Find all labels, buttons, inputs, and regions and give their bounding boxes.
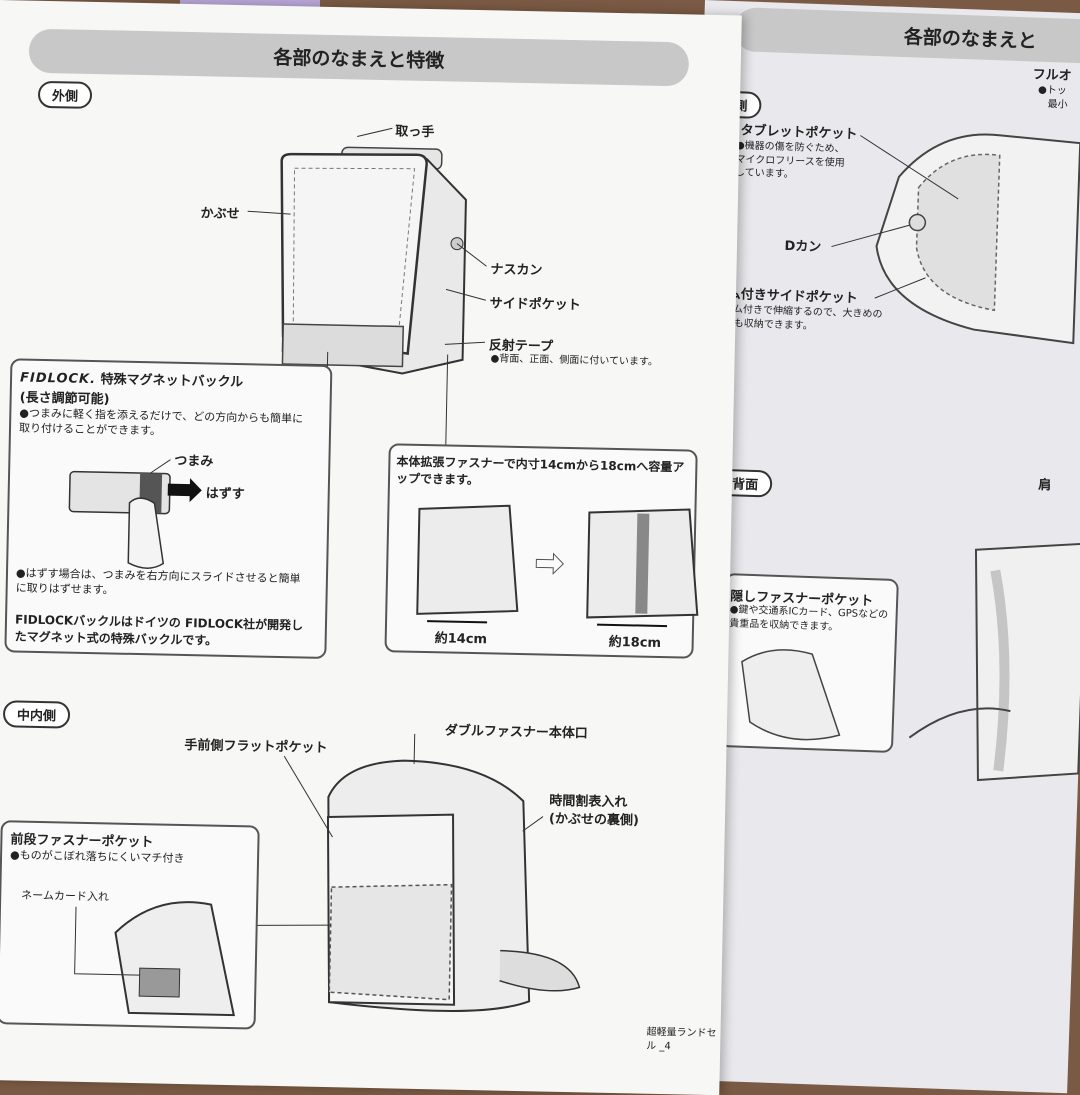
mid-inner-bag-illustration <box>248 733 581 1012</box>
outer-bag-illustration <box>247 127 487 458</box>
left-page: 各部のなまえと特徴 外側 取っ手 かぶせ ナスカン サイドポケット 反射テープ … <box>0 0 742 1095</box>
back-bag-illustration <box>741 542 1080 782</box>
expansion-illustration <box>416 504 699 628</box>
inner-bag-illustration <box>831 133 1080 345</box>
front-pocket-illustration <box>74 901 236 1017</box>
page-footer: 超軽量ランドセル _4 <box>646 1026 717 1052</box>
right-page: 各部のなまえと 内側 タブレットポケット ●機器の傷を防ぐため、マイクロフリース… <box>667 0 1080 1094</box>
buckle-illustration <box>68 459 202 569</box>
